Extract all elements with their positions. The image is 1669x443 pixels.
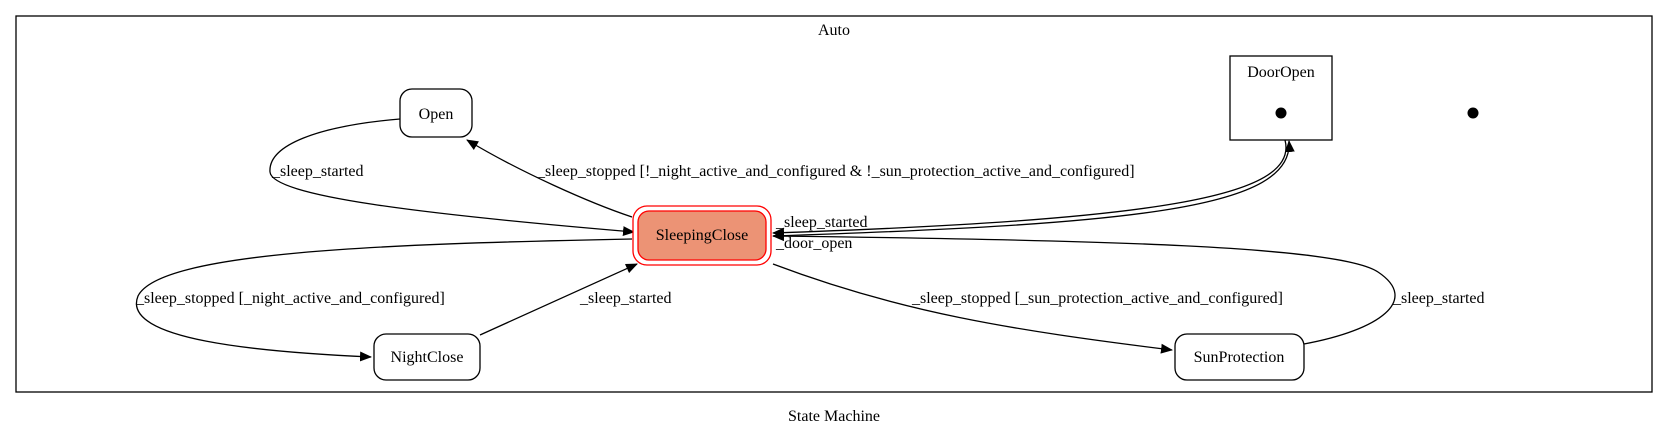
door-open-label: DoorOpen — [1247, 64, 1315, 81]
door-open-initial-point — [1275, 107, 1287, 119]
edge-night-to-sleeping — [479, 263, 638, 336]
edge-sleeping-to-open — [466, 139, 633, 218]
edge-sun-to-sleeping — [772, 231, 1396, 345]
edge-sleeping-to-sun — [772, 263, 1173, 354]
edge-sleeping-to-night — [135, 238, 633, 362]
edge-label-sleeping-to-sun: _sleep_stopped [_sun_protection_active_a… — [911, 290, 1283, 307]
state-sun-protection-label: SunProtection — [1194, 349, 1285, 366]
state-sleeping-close[interactable]: SleepingClose — [632, 205, 772, 266]
auto-cluster-border — [15, 15, 1653, 393]
edge-label-door-to-sleeping: _sleep_started — [775, 214, 868, 231]
state-open-label: Open — [419, 106, 454, 123]
edge-label-night-to-sleeping: _sleep_started — [579, 290, 672, 307]
edge-label-open-to-sleeping: _sleep_started — [271, 163, 364, 180]
edge-sleeping-to-door — [772, 140, 1295, 237]
edge-door-to-sleeping — [772, 139, 1287, 238]
edge-label-sleeping-to-door: _door_open — [775, 235, 852, 252]
state-open[interactable]: Open — [399, 88, 473, 138]
state-sun-protection[interactable]: SunProtection — [1174, 333, 1305, 381]
initial-point — [1467, 107, 1479, 119]
door-open-cluster[interactable] — [1229, 55, 1333, 141]
state-night-close[interactable]: NightClose — [373, 333, 481, 381]
edge-label-sleeping-to-open: _sleep_stopped [!_night_active_and_confi… — [536, 163, 1135, 180]
state-sleeping-close-label: SleepingClose — [656, 227, 748, 244]
auto-cluster-label: Auto — [818, 22, 850, 39]
diagram-title: State Machine — [788, 408, 880, 425]
state-night-close-label: NightClose — [391, 349, 464, 366]
edge-open-to-sleeping — [269, 118, 635, 237]
edge-label-sun-to-sleeping: _sleep_started — [1392, 290, 1485, 307]
edge-label-sleeping-to-night: _sleep_stopped [_night_active_and_config… — [135, 290, 445, 307]
